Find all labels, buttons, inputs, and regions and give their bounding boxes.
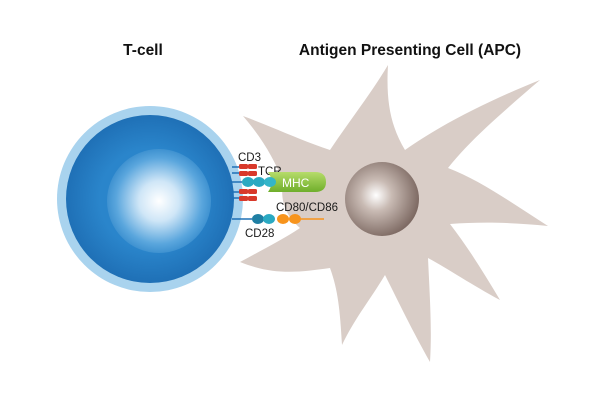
cd28-cd80-complex (232, 214, 324, 224)
cd3-label: CD3 (238, 152, 261, 164)
mhc-label: MHC (282, 176, 310, 190)
tcr-receptor (232, 177, 276, 187)
tcell-title: T-cell (123, 42, 163, 59)
apc-nucleus (345, 162, 419, 236)
cd80-cd86-label: CD80/CD86 (276, 202, 338, 214)
cd3-receptor-top (232, 164, 257, 176)
cd3-receptor-bottom (232, 189, 257, 201)
apc-title: Antigen Presenting Cell (APC) (299, 42, 521, 59)
mhc-molecule (268, 172, 326, 192)
cd28-label: CD28 (245, 228, 274, 240)
tcell-nucleus (107, 149, 211, 253)
